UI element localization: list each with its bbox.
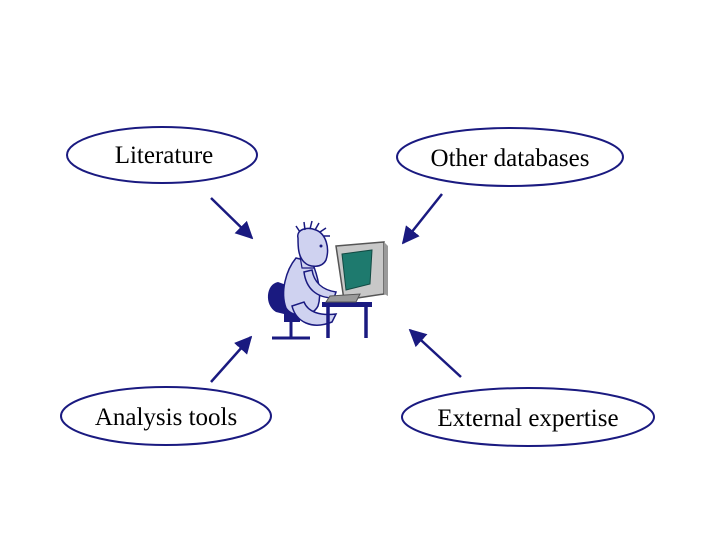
arrow-other-databases-to-center (401, 193, 443, 245)
arrow-literature-to-center (210, 197, 254, 240)
node-literature-label: Literature (115, 142, 214, 169)
node-analysis-tools-label: Analysis tools (95, 404, 237, 431)
node-literature-ellipse (66, 126, 258, 184)
figure-legs (291, 301, 338, 326)
node-external-expertise-label: External expertise (437, 405, 618, 432)
desk-top (322, 302, 372, 307)
figure-eye (319, 244, 323, 248)
node-other-databases-label: Other databases (431, 145, 590, 172)
figure-hair (295, 220, 330, 237)
monitor-side (384, 242, 388, 296)
arrow-external-expertise-to-center (408, 328, 462, 378)
person-at-computer-icon (267, 220, 388, 340)
figure-head (297, 227, 329, 267)
node-analysis-tools-ellipse (60, 386, 272, 446)
node-other-databases: Other databases (396, 127, 624, 187)
node-literature: Literature (66, 126, 258, 184)
node-other-databases-ellipse (396, 127, 624, 187)
node-external-expertise: External expertise (401, 387, 655, 447)
monitor-screen (341, 249, 373, 291)
node-external-expertise-ellipse (401, 387, 655, 447)
figure-arm (303, 269, 337, 299)
keyboard (325, 293, 361, 303)
node-analysis-tools: Analysis tools (60, 386, 272, 446)
arrow-analysis-tools-to-center (210, 335, 253, 383)
